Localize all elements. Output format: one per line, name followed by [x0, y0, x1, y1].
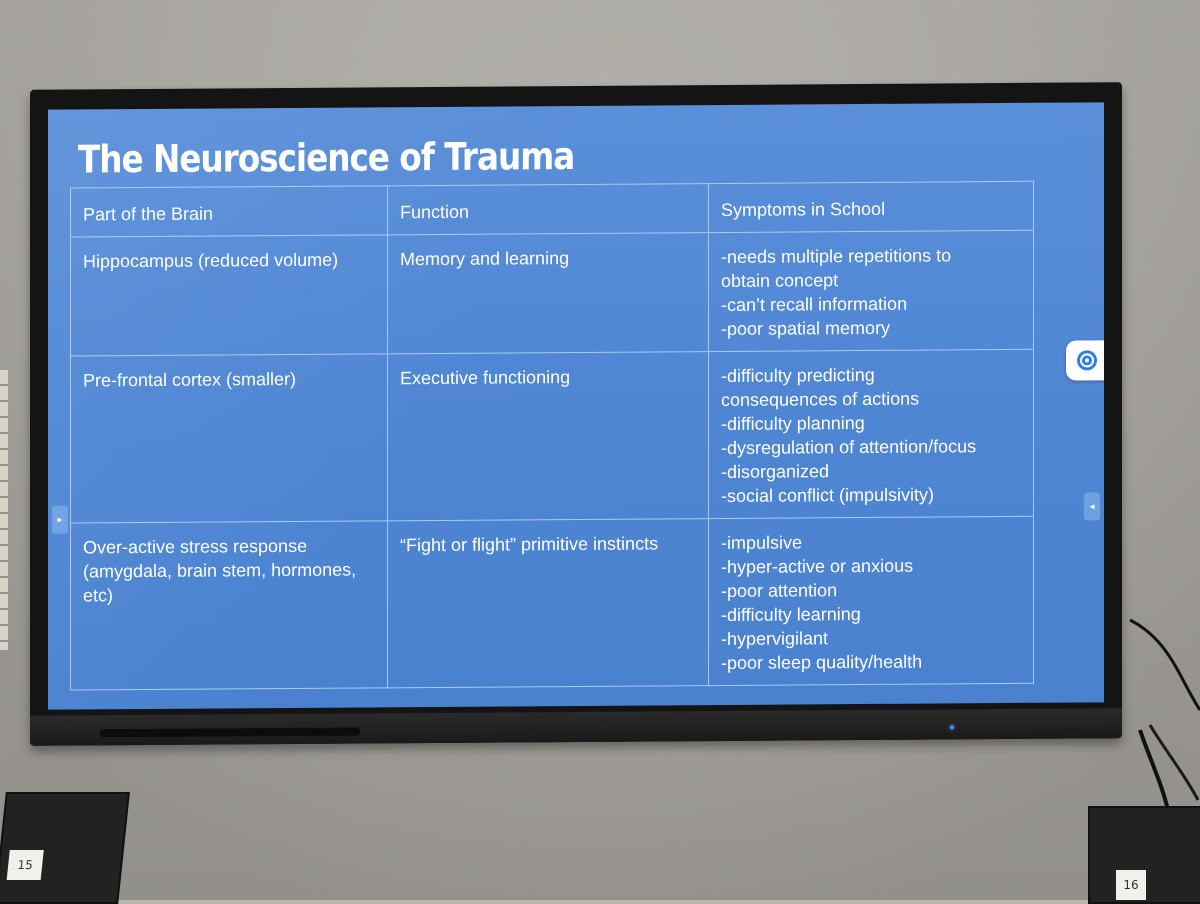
table-row: Over-active stress response (amygdala, b…: [70, 516, 1034, 691]
header-part-of-brain: Part of the Brain: [70, 185, 388, 238]
symptom-line: -difficulty planning: [721, 412, 865, 434]
symptom-line: -can’t recall information: [721, 293, 908, 315]
symptom-line: -dysregulation of attention/focus: [721, 436, 977, 458]
cell-function: Executive functioning: [387, 351, 709, 521]
symptom-line: -difficulty learning: [721, 604, 861, 625]
symptom-line: -social conflict (impulsivity): [721, 484, 935, 506]
symptom-line: -poor attention: [721, 580, 838, 601]
chevron-left-icon: ◂: [1089, 500, 1095, 512]
bin-label: 16: [1116, 870, 1146, 900]
floating-tool-button[interactable]: [1066, 340, 1104, 381]
symptom-line: -hyper-active or anxious: [721, 555, 914, 577]
sidebar-toggle-left-button[interactable]: ▸: [52, 505, 68, 534]
cell-symptoms: -impulsive -hyper-active or anxious -poo…: [708, 516, 1034, 686]
symptom-line: -poor spatial memory: [721, 317, 891, 339]
symptom-line: -difficulty predicting: [721, 364, 875, 386]
pen-tray: [100, 727, 360, 738]
symptom-line: -impulsive: [721, 532, 803, 553]
cell-function: “Fight or flight” primitive instincts: [387, 518, 709, 688]
symptom-line: -hypervigilant: [721, 628, 829, 649]
power-cables: [1129, 618, 1200, 820]
cell-part: Over-active stress response (amygdala, b…: [70, 520, 388, 691]
table-header-row: Part of the Brain Function Symptoms in S…: [70, 181, 1034, 238]
power-indicator-light: [950, 725, 954, 730]
bin-label: 15: [6, 850, 44, 880]
symptom-line: -poor sleep quality/health: [721, 651, 923, 673]
header-symptoms: Symptoms in School: [708, 181, 1034, 233]
slide-title: The Neuroscience of Trauma: [78, 134, 575, 182]
wall-paper-edge: [0, 370, 8, 650]
sidebar-toggle-right-button[interactable]: ◂: [1084, 492, 1100, 521]
slide-screen: The Neuroscience of Trauma Part of the B…: [48, 102, 1104, 710]
cell-part: Pre-frontal cortex (smaller): [70, 353, 388, 524]
cell-part: Hippocampus (reduced volume): [70, 234, 388, 357]
cell-symptoms: -needs multiple repetitions to obtain co…: [708, 230, 1034, 352]
header-function: Function: [387, 183, 709, 235]
cell-symptoms: -difficulty predicting consequences of a…: [708, 349, 1034, 519]
cell-function: Memory and learning: [387, 232, 709, 354]
chevron-right-icon: ▸: [57, 514, 63, 526]
annotation-tool-icon: [1077, 350, 1097, 371]
symptom-line: consequences of actions: [721, 388, 920, 410]
symptom-line: obtain concept: [721, 270, 839, 291]
table-row: Pre-frontal cortex (smaller) Executive f…: [70, 349, 1034, 524]
symptom-line: -disorganized: [721, 461, 830, 482]
storage-bin-right: 16: [1088, 806, 1200, 904]
interactive-display: The Neuroscience of Trauma Part of the B…: [30, 82, 1122, 746]
brain-table: Part of the Brain Function Symptoms in S…: [70, 181, 1034, 691]
storage-bin-left: 15: [0, 792, 130, 904]
symptom-line: -needs multiple repetitions to: [721, 245, 952, 267]
table-row: Hippocampus (reduced volume) Memory and …: [70, 230, 1034, 357]
